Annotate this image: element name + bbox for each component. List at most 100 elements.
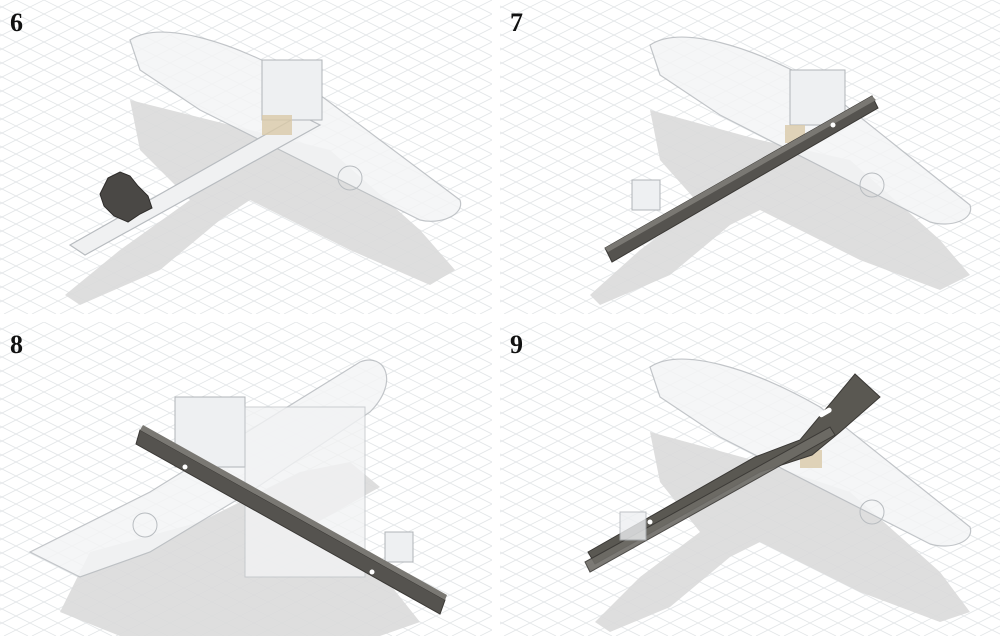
grid-line bbox=[500, 322, 909, 527]
airframe-shadow bbox=[590, 110, 970, 305]
grid-line bbox=[500, 257, 613, 314]
grid-line bbox=[867, 569, 1000, 636]
grid-line bbox=[500, 439, 893, 636]
grid-line bbox=[183, 0, 492, 155]
grid-line bbox=[500, 243, 641, 314]
grid-line bbox=[0, 0, 213, 107]
grid-line bbox=[500, 0, 741, 121]
grid-line bbox=[795, 0, 1000, 103]
grid-line bbox=[0, 565, 141, 636]
grid-line bbox=[655, 0, 1000, 173]
grid-line bbox=[699, 485, 1000, 636]
fuselage-outline bbox=[68, 114, 322, 256]
grid-line bbox=[795, 322, 1000, 425]
grid-line bbox=[0, 322, 409, 527]
grid-line bbox=[727, 499, 1000, 636]
grid-line bbox=[500, 481, 809, 636]
grid-line bbox=[199, 167, 492, 314]
grid-line bbox=[0, 257, 113, 314]
grid-line bbox=[823, 0, 1000, 89]
grid-line bbox=[71, 322, 492, 533]
grid-line bbox=[671, 149, 1000, 314]
grid-line bbox=[500, 0, 685, 93]
grid-line bbox=[0, 322, 269, 457]
step-7-illustration bbox=[500, 0, 1000, 314]
grid-line bbox=[683, 0, 1000, 159]
grid-line bbox=[500, 322, 657, 401]
small-servo bbox=[619, 511, 647, 541]
rail-hole-2 bbox=[369, 569, 375, 575]
grid-line bbox=[951, 611, 1000, 636]
grid-line bbox=[727, 177, 1000, 314]
grid-line bbox=[0, 145, 337, 314]
grid-line bbox=[379, 322, 492, 379]
dark-rail-top bbox=[605, 96, 876, 252]
grid-line bbox=[323, 0, 492, 85]
grid-line bbox=[99, 322, 492, 519]
wheel-outline bbox=[859, 172, 885, 198]
wheel-outline bbox=[859, 499, 885, 525]
grid-line bbox=[435, 322, 492, 351]
wheel-outline bbox=[132, 512, 158, 538]
grid-line bbox=[500, 467, 837, 636]
grid-line bbox=[500, 229, 669, 314]
grid-line bbox=[0, 0, 381, 191]
grid-line bbox=[183, 322, 492, 477]
grid-line bbox=[643, 135, 1000, 314]
grid-line bbox=[500, 322, 741, 443]
grid-line bbox=[0, 0, 437, 219]
grid-line bbox=[339, 559, 492, 636]
grid-line bbox=[500, 0, 965, 233]
step-9-panel: 9 bbox=[500, 322, 1000, 636]
grid-line bbox=[0, 229, 169, 314]
grid-line bbox=[655, 322, 1000, 495]
grid-line bbox=[239, 0, 492, 127]
grid-line bbox=[295, 322, 492, 421]
grid-line bbox=[323, 322, 492, 407]
grid-line bbox=[0, 579, 113, 636]
servo-block bbox=[261, 59, 323, 121]
grid-line bbox=[0, 243, 141, 314]
rail-hole bbox=[830, 122, 836, 128]
grid-line bbox=[115, 125, 492, 314]
grid-line bbox=[500, 425, 921, 636]
grid-line bbox=[0, 131, 365, 314]
small-servo bbox=[384, 531, 414, 563]
grid-line bbox=[0, 0, 353, 177]
grid-line bbox=[500, 322, 965, 555]
grid-line bbox=[699, 163, 1000, 314]
grid-line bbox=[0, 322, 129, 387]
grid-line bbox=[500, 322, 713, 429]
dark-gear-part bbox=[99, 171, 153, 223]
grid-line bbox=[615, 121, 1000, 314]
airframe-shadow bbox=[595, 432, 970, 632]
grid-line bbox=[500, 453, 865, 636]
plate-slot bbox=[818, 407, 832, 418]
grid-line bbox=[671, 471, 1000, 636]
grid-line bbox=[739, 0, 1000, 131]
grid-line bbox=[0, 0, 409, 205]
grid-line bbox=[851, 0, 1000, 75]
grid-line bbox=[155, 322, 492, 491]
grid-line bbox=[867, 247, 1000, 314]
grid-line bbox=[767, 322, 1000, 439]
grid-line bbox=[463, 0, 492, 15]
step-6-panel: 6 bbox=[0, 0, 492, 314]
grid-line bbox=[463, 322, 492, 337]
grid-line bbox=[500, 0, 909, 205]
dark-rail-under bbox=[584, 426, 836, 573]
grid-line bbox=[211, 0, 492, 141]
grid-line bbox=[500, 0, 937, 219]
grid-line bbox=[500, 159, 809, 314]
grid-line bbox=[615, 443, 1000, 636]
grid-line bbox=[0, 607, 57, 636]
tan-mount bbox=[262, 115, 292, 135]
grid-line bbox=[171, 153, 492, 314]
grid-line bbox=[500, 117, 893, 314]
grid-line bbox=[500, 131, 865, 314]
wheel-outline bbox=[337, 165, 363, 191]
grid-line bbox=[211, 322, 492, 463]
grid-line bbox=[143, 139, 492, 314]
step-9-label: 9 bbox=[510, 330, 523, 359]
grid-line bbox=[500, 565, 641, 636]
